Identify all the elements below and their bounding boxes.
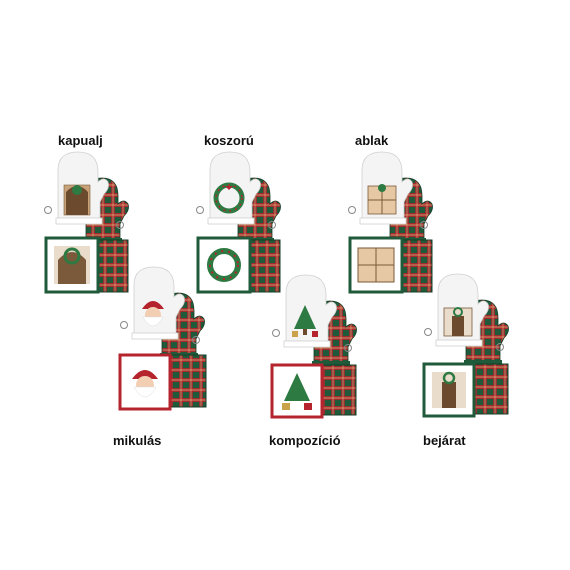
product-set-mikulas[interactable] — [116, 265, 216, 425]
doorway-icon — [63, 184, 91, 216]
product-label-kapualj: kapualj — [58, 133, 103, 148]
product-set-kompozicio[interactable] — [268, 273, 368, 433]
christmas-tree-icon — [292, 305, 318, 337]
product-label-bejarat: bejárat — [423, 433, 466, 448]
product-label-mikulas: mikulás — [113, 433, 162, 448]
product-label-kompozicio: kompozíció — [269, 433, 341, 448]
oven-mitt-and-potholder-image — [422, 273, 509, 418]
product-set-kapualj[interactable] — [40, 150, 140, 310]
wreath-icon — [213, 182, 245, 214]
oven-mitt-and-potholder-image — [44, 151, 129, 294]
oven-mitt-and-potholder-image — [118, 266, 207, 411]
product-set-bejarat[interactable] — [420, 272, 520, 432]
window-icon — [367, 184, 397, 215]
product-label-koszoru: koszorú — [204, 133, 254, 148]
oven-mitt-and-potholder-image — [196, 151, 281, 294]
santa-icon — [142, 301, 164, 327]
entrance-icon — [443, 307, 473, 337]
product-set-ablak[interactable] — [344, 150, 444, 310]
oven-mitt-and-potholder-image — [270, 274, 357, 419]
product-set-koszoru[interactable] — [192, 150, 292, 310]
oven-mitt-and-potholder-image — [348, 151, 433, 294]
product-label-ablak: ablak — [355, 133, 389, 148]
